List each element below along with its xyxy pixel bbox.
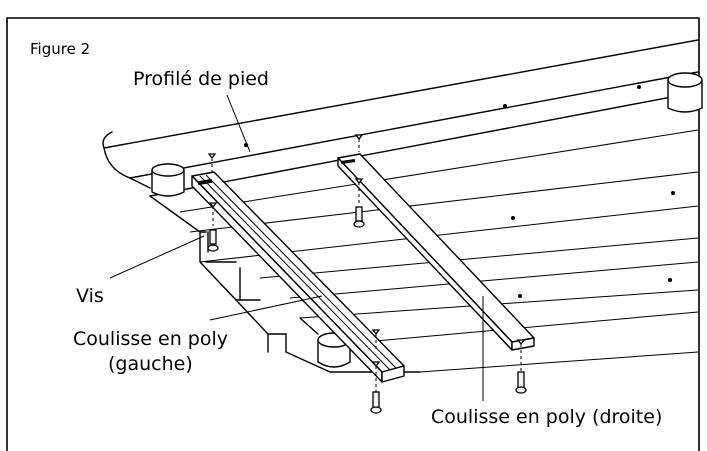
callout-screw: Vis (76, 285, 104, 307)
screws (207, 134, 527, 414)
figure-label: Figure 2 (30, 40, 90, 58)
table-top (102, 39, 699, 373)
figure-frame (6, 17, 700, 451)
pre-drilled-holes (244, 85, 675, 298)
foot-pad-right-back (667, 72, 703, 113)
right-poly-slide (337, 153, 535, 351)
callout-left-slide-line1: Coulisse en poly (73, 328, 228, 350)
leader-lines (109, 94, 484, 401)
callout-foot-profile: Profilé de pied (133, 68, 269, 90)
callout-left-slide-line2: (gauche) (108, 353, 193, 375)
left-poly-slide (191, 171, 405, 383)
callout-right-slide: Coulisse en poly (droite) (431, 406, 662, 428)
foot-pad-left (151, 163, 185, 197)
